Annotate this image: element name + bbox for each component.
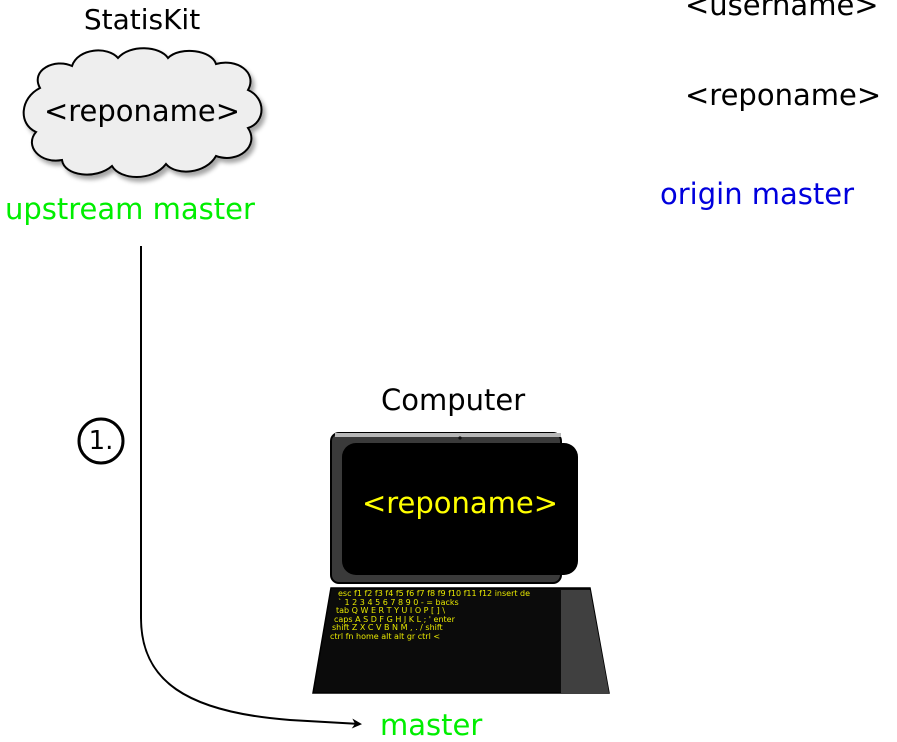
origin-owner-label: <username> (685, 0, 879, 22)
laptop-icon (312, 432, 610, 694)
origin-branch-label: origin master (660, 177, 855, 211)
step-badge (77, 417, 125, 465)
keyboard-row: caps A S D F G H J K L ; ' enter (334, 615, 455, 624)
keyboard-row: ` 1 2 3 4 5 6 7 8 9 0 - = backs (338, 598, 459, 607)
step-number: 1. (88, 426, 114, 456)
local-branch-label: master (380, 708, 483, 742)
keyboard-row: tab Q W E R T Y U I O P [ ] \ (336, 606, 446, 615)
upstream-owner-label: StatisKit (83, 3, 201, 36)
laptop-screen (342, 443, 578, 575)
local-repo-label: <reponame> (361, 486, 559, 520)
keyboard-row: shift Z X C V B N M , . / shift (332, 623, 443, 632)
cloud-icon (22, 47, 263, 178)
upstream-repo-label: <reponame> (43, 94, 241, 128)
fetch-flow-line (140, 246, 362, 729)
local-owner-label: Computer (381, 383, 526, 417)
keyboard-row: ctrl fn home alt alt gr ctrl < (330, 632, 441, 641)
origin-repo-label: <reponame> (685, 78, 882, 112)
keyboard-row: esc f1 f2 f3 f4 f5 f6 f7 f8 f9 f10 f11 f… (338, 589, 531, 598)
upstream-branch-label: upstream master (5, 192, 255, 226)
